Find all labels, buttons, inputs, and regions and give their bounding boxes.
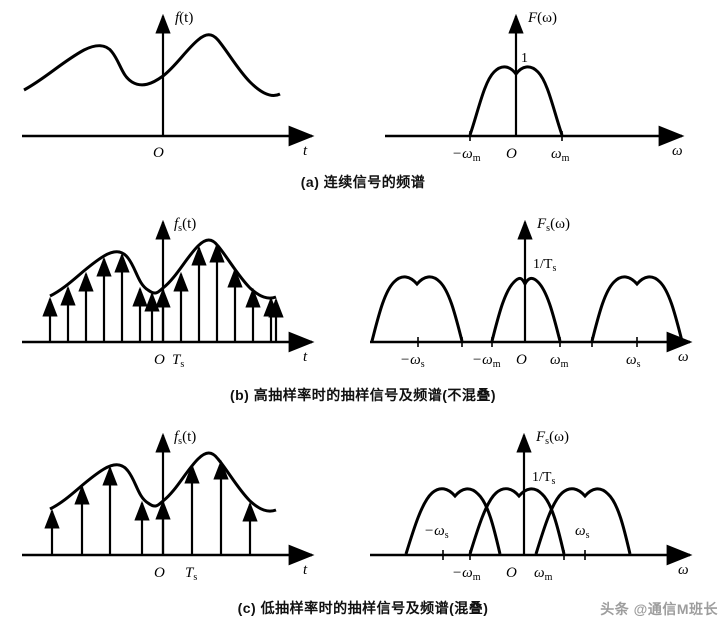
b-freq-x-label: ω: [678, 349, 689, 365]
b-time-sample-impulses: [42, 242, 284, 342]
c-freq-amplitude-label: 1/Ts: [532, 470, 555, 487]
b-time-origin-label: O: [154, 352, 165, 368]
a-freq-y-label: F(ω): [527, 10, 557, 26]
c-time-origin-label: O: [154, 565, 165, 581]
panel-b-freq: Fs(ω) 1/Ts ω −ωs −ωm O ωm ωs: [370, 216, 693, 370]
b-freq-ticks: [417, 337, 638, 347]
c-freq-replica-right: [534, 487, 632, 555]
caption-c: (c) 低抽样率时的抽样信号及频谱(混叠): [237, 600, 489, 616]
a-time-y-label: f(t): [175, 10, 193, 26]
c-freq-tick-label-below-0: −ωm: [452, 565, 481, 583]
b-freq-tick-label-3: ωm: [550, 352, 569, 370]
c-freq-tick-label-below-2: ωm: [534, 565, 553, 583]
b-freq-replica-center: [490, 276, 562, 342]
a-freq-spectrum-lobe: [468, 65, 564, 136]
c-freq-replica-center: [468, 487, 566, 555]
b-freq-tick-label-1: −ωm: [472, 352, 501, 370]
panel-a-freq: F(ω) 1 ω −ωm O ωm: [385, 10, 685, 164]
a-freq-peak-label: 1: [521, 51, 528, 66]
a-freq-x-label: ω: [672, 143, 683, 159]
watermark-text: 头条 @通信M班长: [600, 601, 718, 617]
b-time-x-label: t: [303, 349, 308, 365]
a-time-origin-label: O: [153, 145, 164, 161]
c-freq-tick-label-above-0: −ωs: [424, 523, 449, 541]
c-time-y-label: fs(t): [174, 429, 196, 447]
b-freq-tick-label-0: −ωs: [400, 352, 425, 370]
c-freq-ticks: [442, 550, 586, 560]
c-freq-tick-label-above-1: ωs: [575, 523, 590, 541]
c-freq-x-label: ω: [678, 562, 689, 578]
a-time-waveform: [23, 33, 281, 97]
c-time-x-label: t: [303, 562, 308, 578]
b-freq-amplitude-label: 1/Ts: [533, 257, 556, 274]
c-time-sample-impulses: [44, 459, 258, 555]
b-freq-tick-label-4: ωs: [626, 352, 641, 370]
c-freq-y-label: Fs(ω): [535, 429, 569, 447]
b-time-y-label: fs(t): [174, 216, 196, 234]
caption-b: (b) 高抽样率时的抽样信号及频谱(不混叠): [229, 387, 497, 403]
panel-c-freq: Fs(ω) 1/Ts ω −ωs ωs −ωm O ωm: [370, 429, 693, 583]
b-freq-replica-right: [590, 275, 684, 342]
b-freq-tick-label-2: O: [516, 352, 527, 368]
panel-b-time: fs(t) t O Ts: [22, 216, 315, 370]
a-time-x-label: t: [303, 143, 308, 159]
panel-a-time: f(t) t O: [22, 10, 315, 161]
a-freq-origin-label: O: [506, 146, 517, 162]
c-freq-replica-left: [404, 487, 502, 555]
caption-a: (a) 连续信号的频谱: [300, 174, 426, 190]
panel-c-time: fs(t) t O Ts: [22, 429, 315, 583]
b-freq-replica-left: [370, 275, 464, 342]
a-freq-tick-label-neg-wm: −ωm: [452, 146, 481, 164]
b-time-period-label: Ts: [172, 352, 184, 370]
b-freq-y-label: Fs(ω): [536, 216, 570, 234]
c-freq-tick-label-below-1: O: [506, 565, 517, 581]
c-time-period-label: Ts: [185, 565, 197, 583]
a-freq-tick-label-pos-wm: ωm: [551, 146, 570, 164]
